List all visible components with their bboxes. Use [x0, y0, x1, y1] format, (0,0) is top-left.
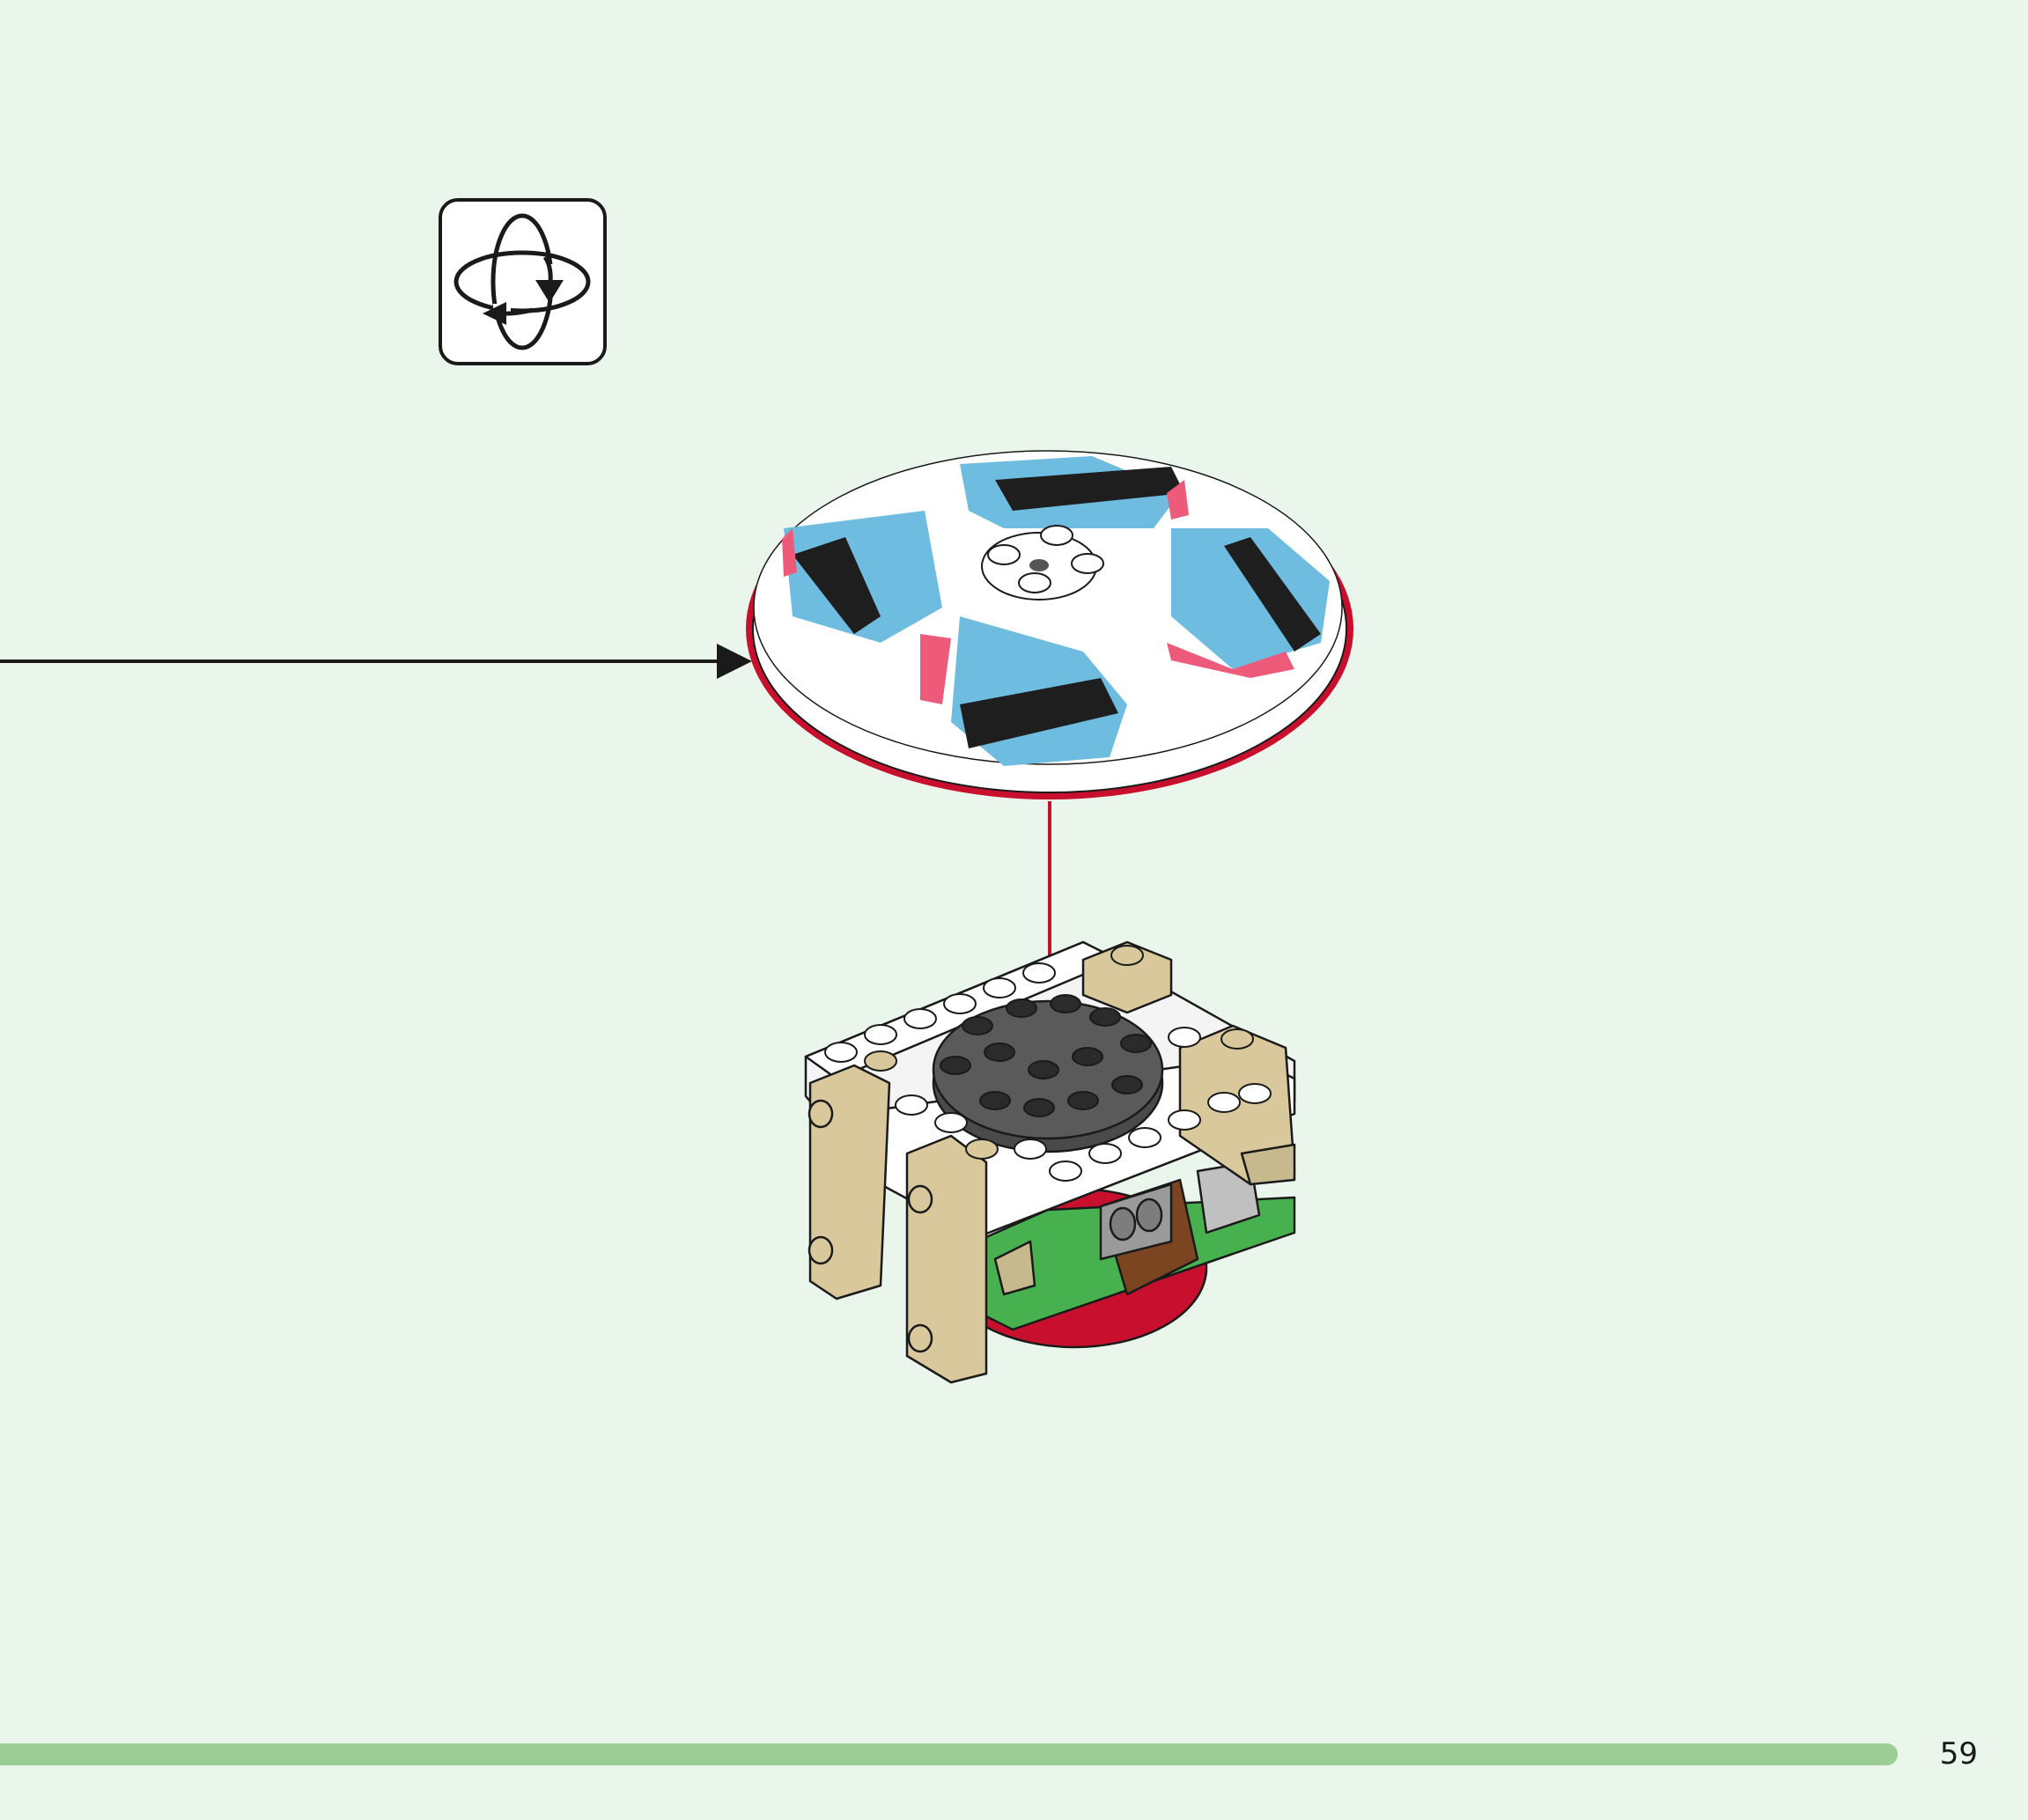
disc-center-studs — [981, 525, 1104, 601]
base-assembly — [804, 940, 1296, 1384]
base-studs — [824, 945, 1272, 1182]
disc-print-pattern — [782, 456, 1330, 766]
round-disc-part — [746, 450, 1353, 799]
page-footer-bar — [0, 1743, 1898, 1765]
rotate-model-icon — [439, 198, 607, 365]
page-number: 59 — [1939, 1736, 1978, 1772]
